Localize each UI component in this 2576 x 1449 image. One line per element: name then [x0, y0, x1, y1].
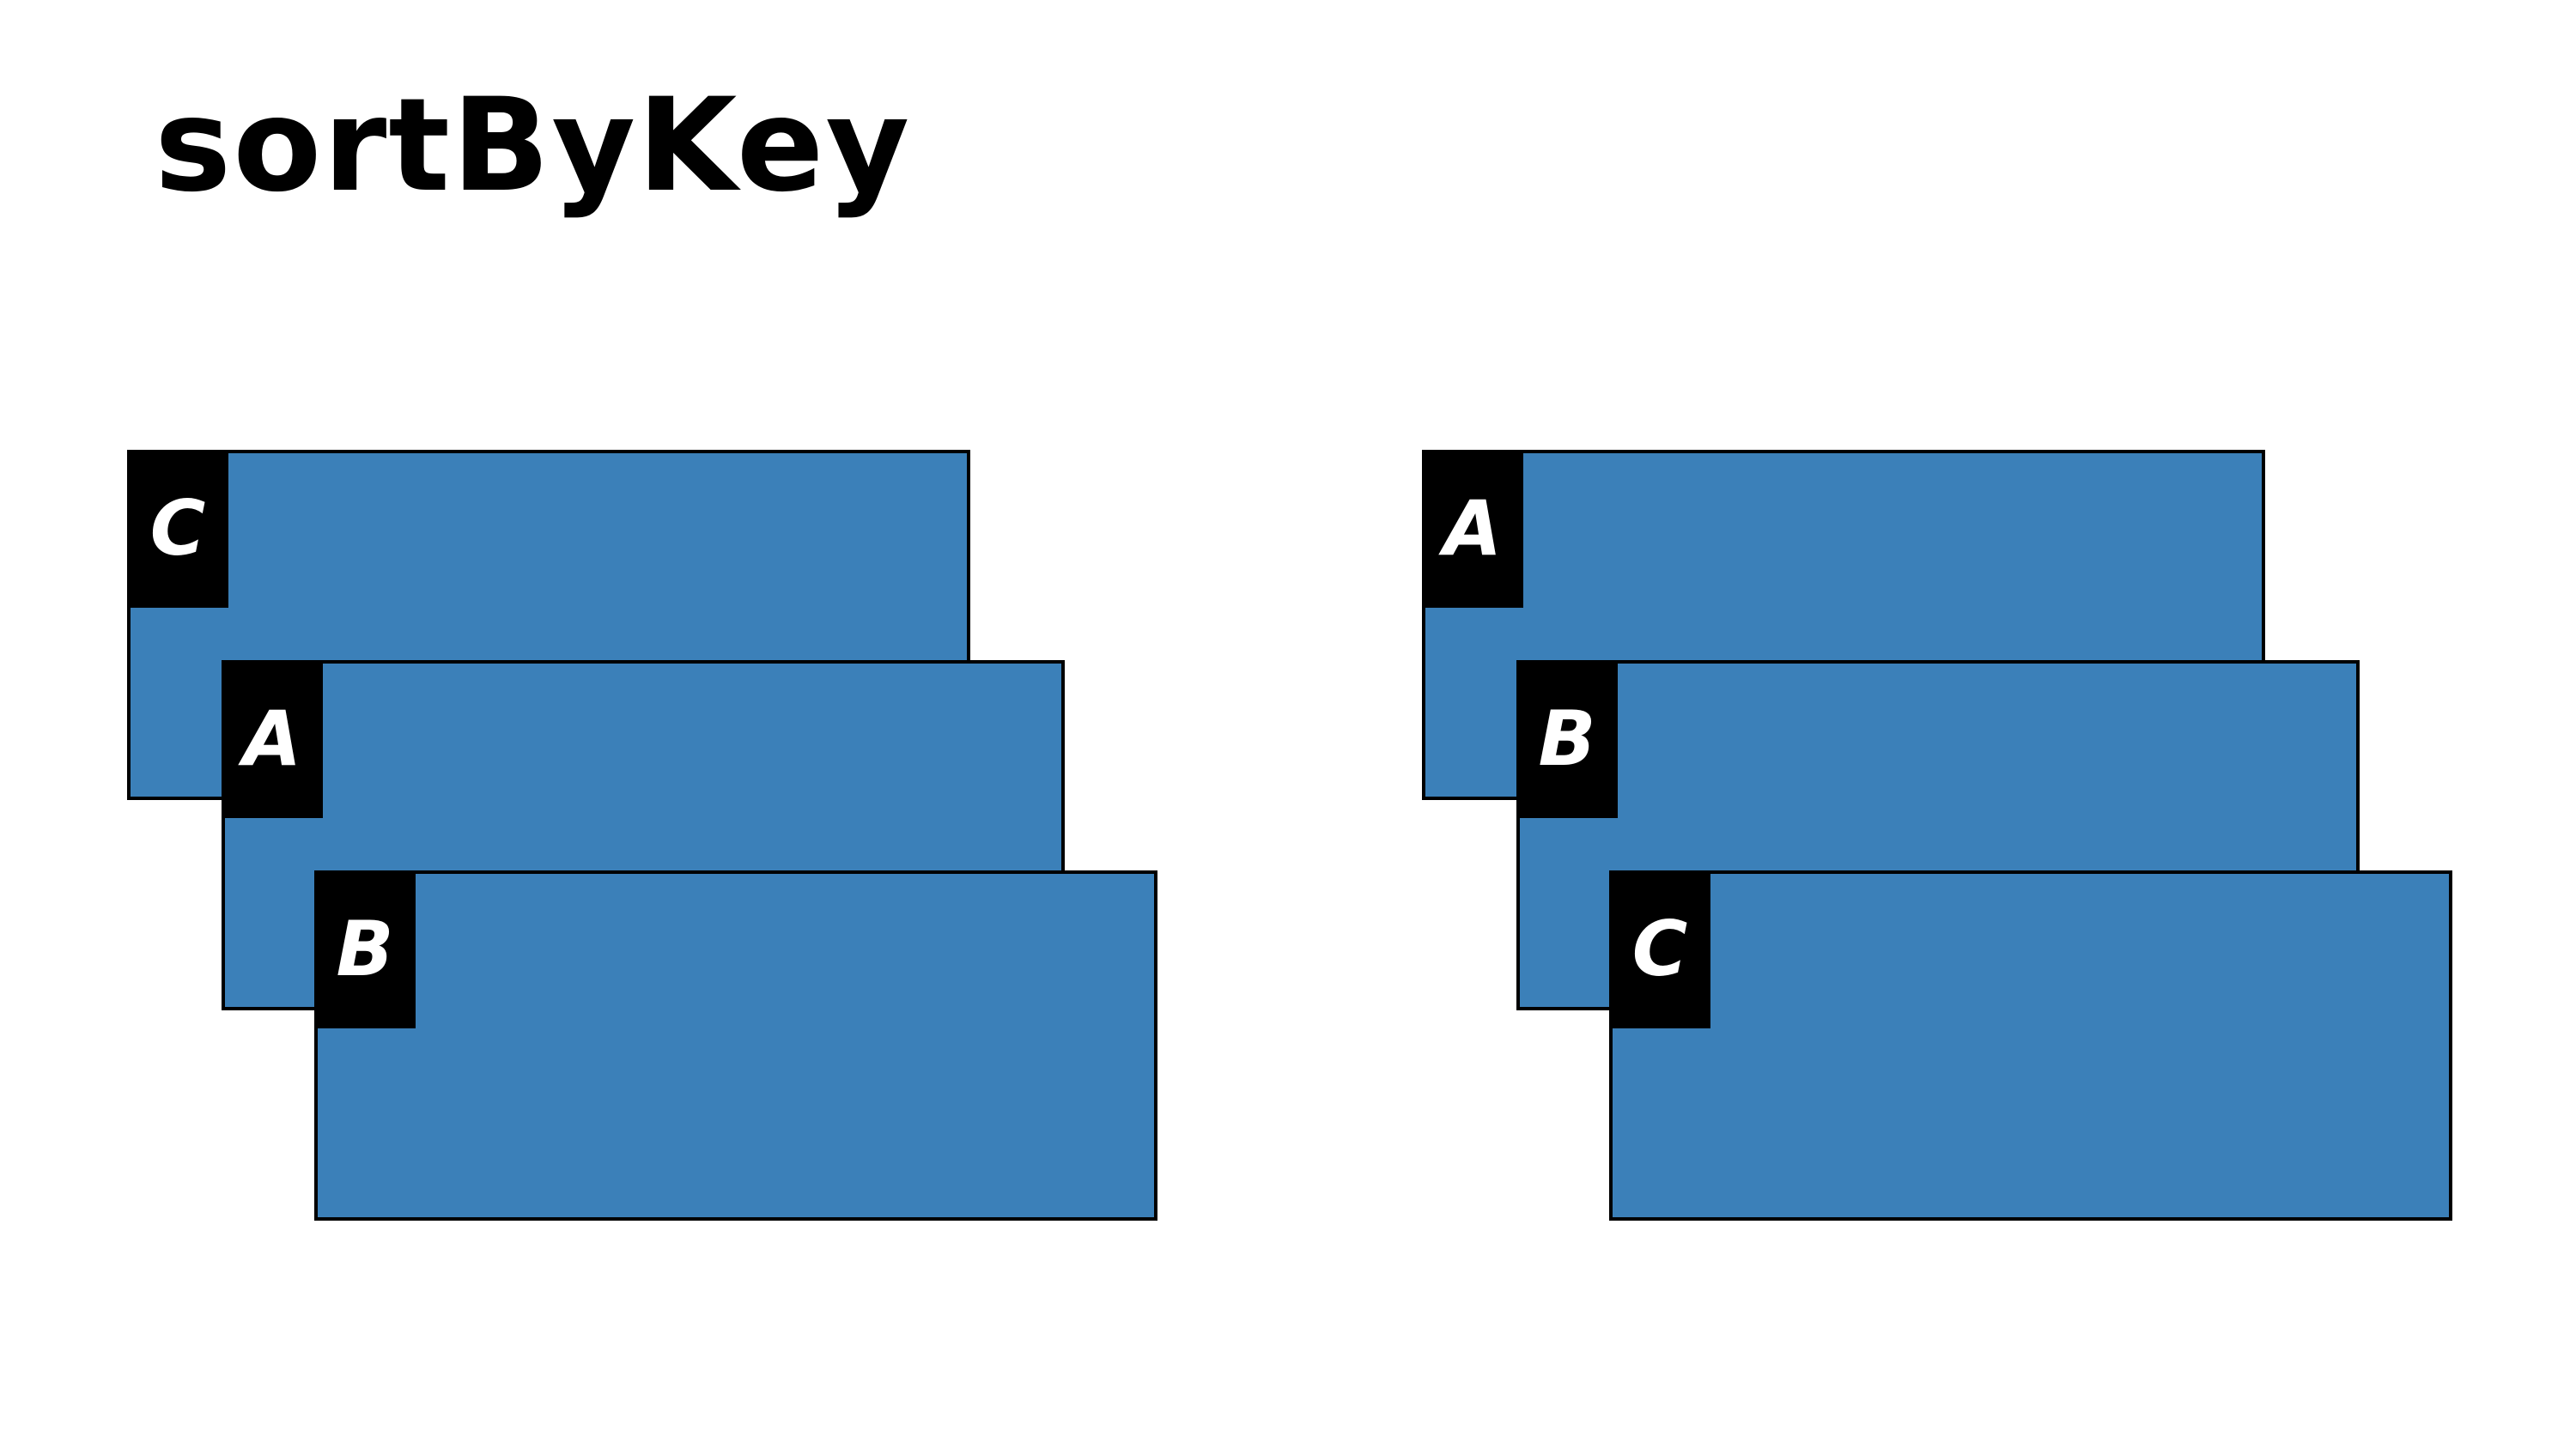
record-key: B	[1516, 660, 1618, 818]
record-card: B	[314, 870, 1157, 1221]
record-key: A	[1422, 450, 1523, 608]
unsorted-panel: C A B	[127, 450, 1157, 1221]
page-title: sortByKey	[155, 71, 912, 221]
sorted-panel: A B C	[1295, 0, 2576, 1449]
record-card: C	[1609, 870, 2452, 1221]
record-key: A	[222, 660, 323, 818]
record-key: B	[314, 870, 416, 1028]
record-key: C	[127, 450, 228, 608]
record-key: C	[1609, 870, 1710, 1028]
